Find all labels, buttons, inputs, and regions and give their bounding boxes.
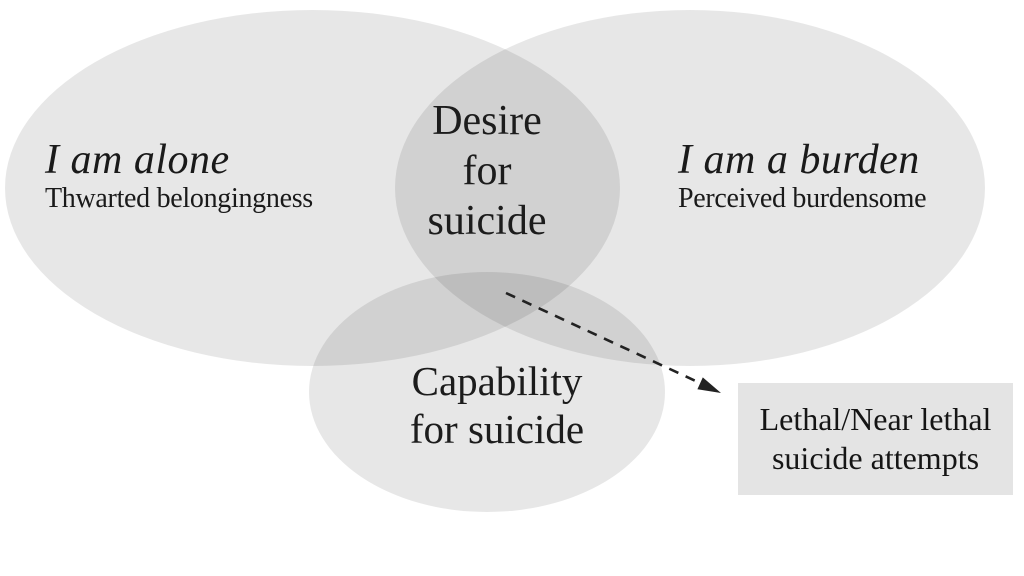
- right-ellipse-title: I am a burden: [678, 137, 920, 183]
- center-overlap-line-1: Desire: [432, 98, 542, 144]
- center-overlap-line-2: for: [462, 148, 512, 194]
- center-overlap-line-3: suicide: [427, 198, 547, 244]
- right-ellipse-label: I am a burden Perceived burdensome: [678, 137, 927, 214]
- bottom-ellipse-label: Capability for suicide: [347, 357, 647, 453]
- right-ellipse-subtitle: Perceived burdensome: [678, 183, 927, 214]
- left-ellipse-subtitle: Thwarted belongingness: [45, 183, 313, 214]
- outcome-box-line-2: suicide attempts: [771, 440, 980, 476]
- left-ellipse-title: I am alone: [45, 137, 230, 183]
- arrowhead-icon: [697, 377, 721, 393]
- outcome-box: Lethal/Near lethal suicide attempts: [738, 383, 1013, 495]
- left-ellipse-label: I am alone Thwarted belongingness: [45, 138, 313, 214]
- outcome-box-line-1: Lethal/Near lethal: [759, 401, 992, 437]
- bottom-ellipse-line-1: Capability: [411, 358, 583, 404]
- center-overlap-label: Desire for suicide: [387, 96, 587, 246]
- bottom-ellipse-line-2: for suicide: [409, 406, 585, 452]
